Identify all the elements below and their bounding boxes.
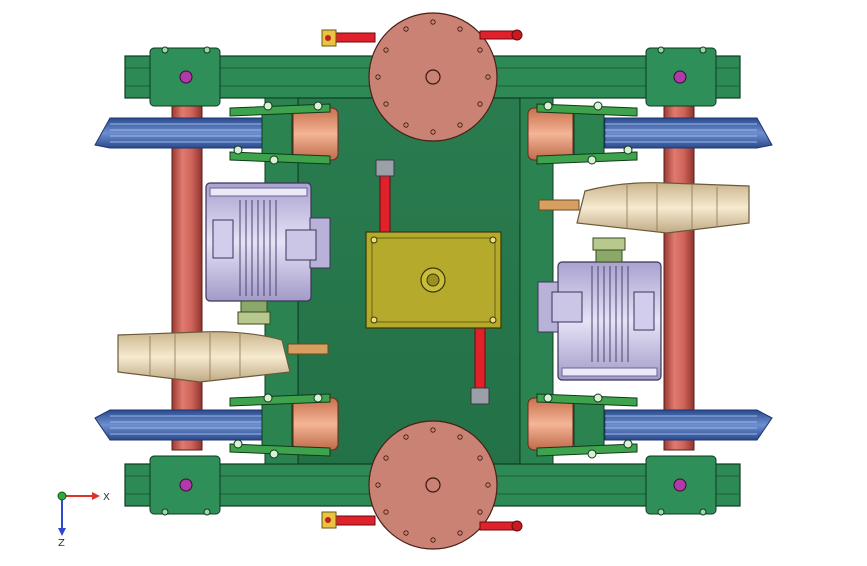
wheel-bottom-right xyxy=(604,409,773,441)
central-link-rod xyxy=(375,159,490,405)
damper-bottom-right xyxy=(479,520,523,532)
gear-shroud-right xyxy=(538,182,750,234)
traction-motor-right xyxy=(537,237,662,381)
z-axis-arrow xyxy=(58,528,66,536)
brake-unit-top-left xyxy=(229,101,339,165)
z-axis-label: Z xyxy=(58,538,65,549)
x-axis-label: X xyxy=(103,492,110,503)
axle-right xyxy=(663,99,695,451)
wheel-bottom-left xyxy=(94,409,263,441)
gear-shroud-left xyxy=(117,331,329,383)
brake-disc-top xyxy=(368,12,498,142)
damper-top-right xyxy=(479,29,523,41)
axle-left xyxy=(171,99,203,451)
wheel-top-left xyxy=(94,117,263,149)
brake-unit-bottom-left xyxy=(229,393,339,459)
damper-top-left xyxy=(321,29,376,47)
x-axis-arrow xyxy=(92,492,100,500)
gearbox xyxy=(365,231,502,329)
damper-bottom-left xyxy=(321,511,376,529)
y-axis-origin xyxy=(57,491,67,501)
traction-motor-left xyxy=(205,182,331,325)
brake-unit-bottom-right xyxy=(527,393,638,459)
coordinate-axes-icon: X Z xyxy=(57,491,110,549)
wheel-top-right xyxy=(604,117,773,149)
brake-disc-bottom xyxy=(368,420,498,550)
brake-unit-top-right xyxy=(527,101,638,165)
